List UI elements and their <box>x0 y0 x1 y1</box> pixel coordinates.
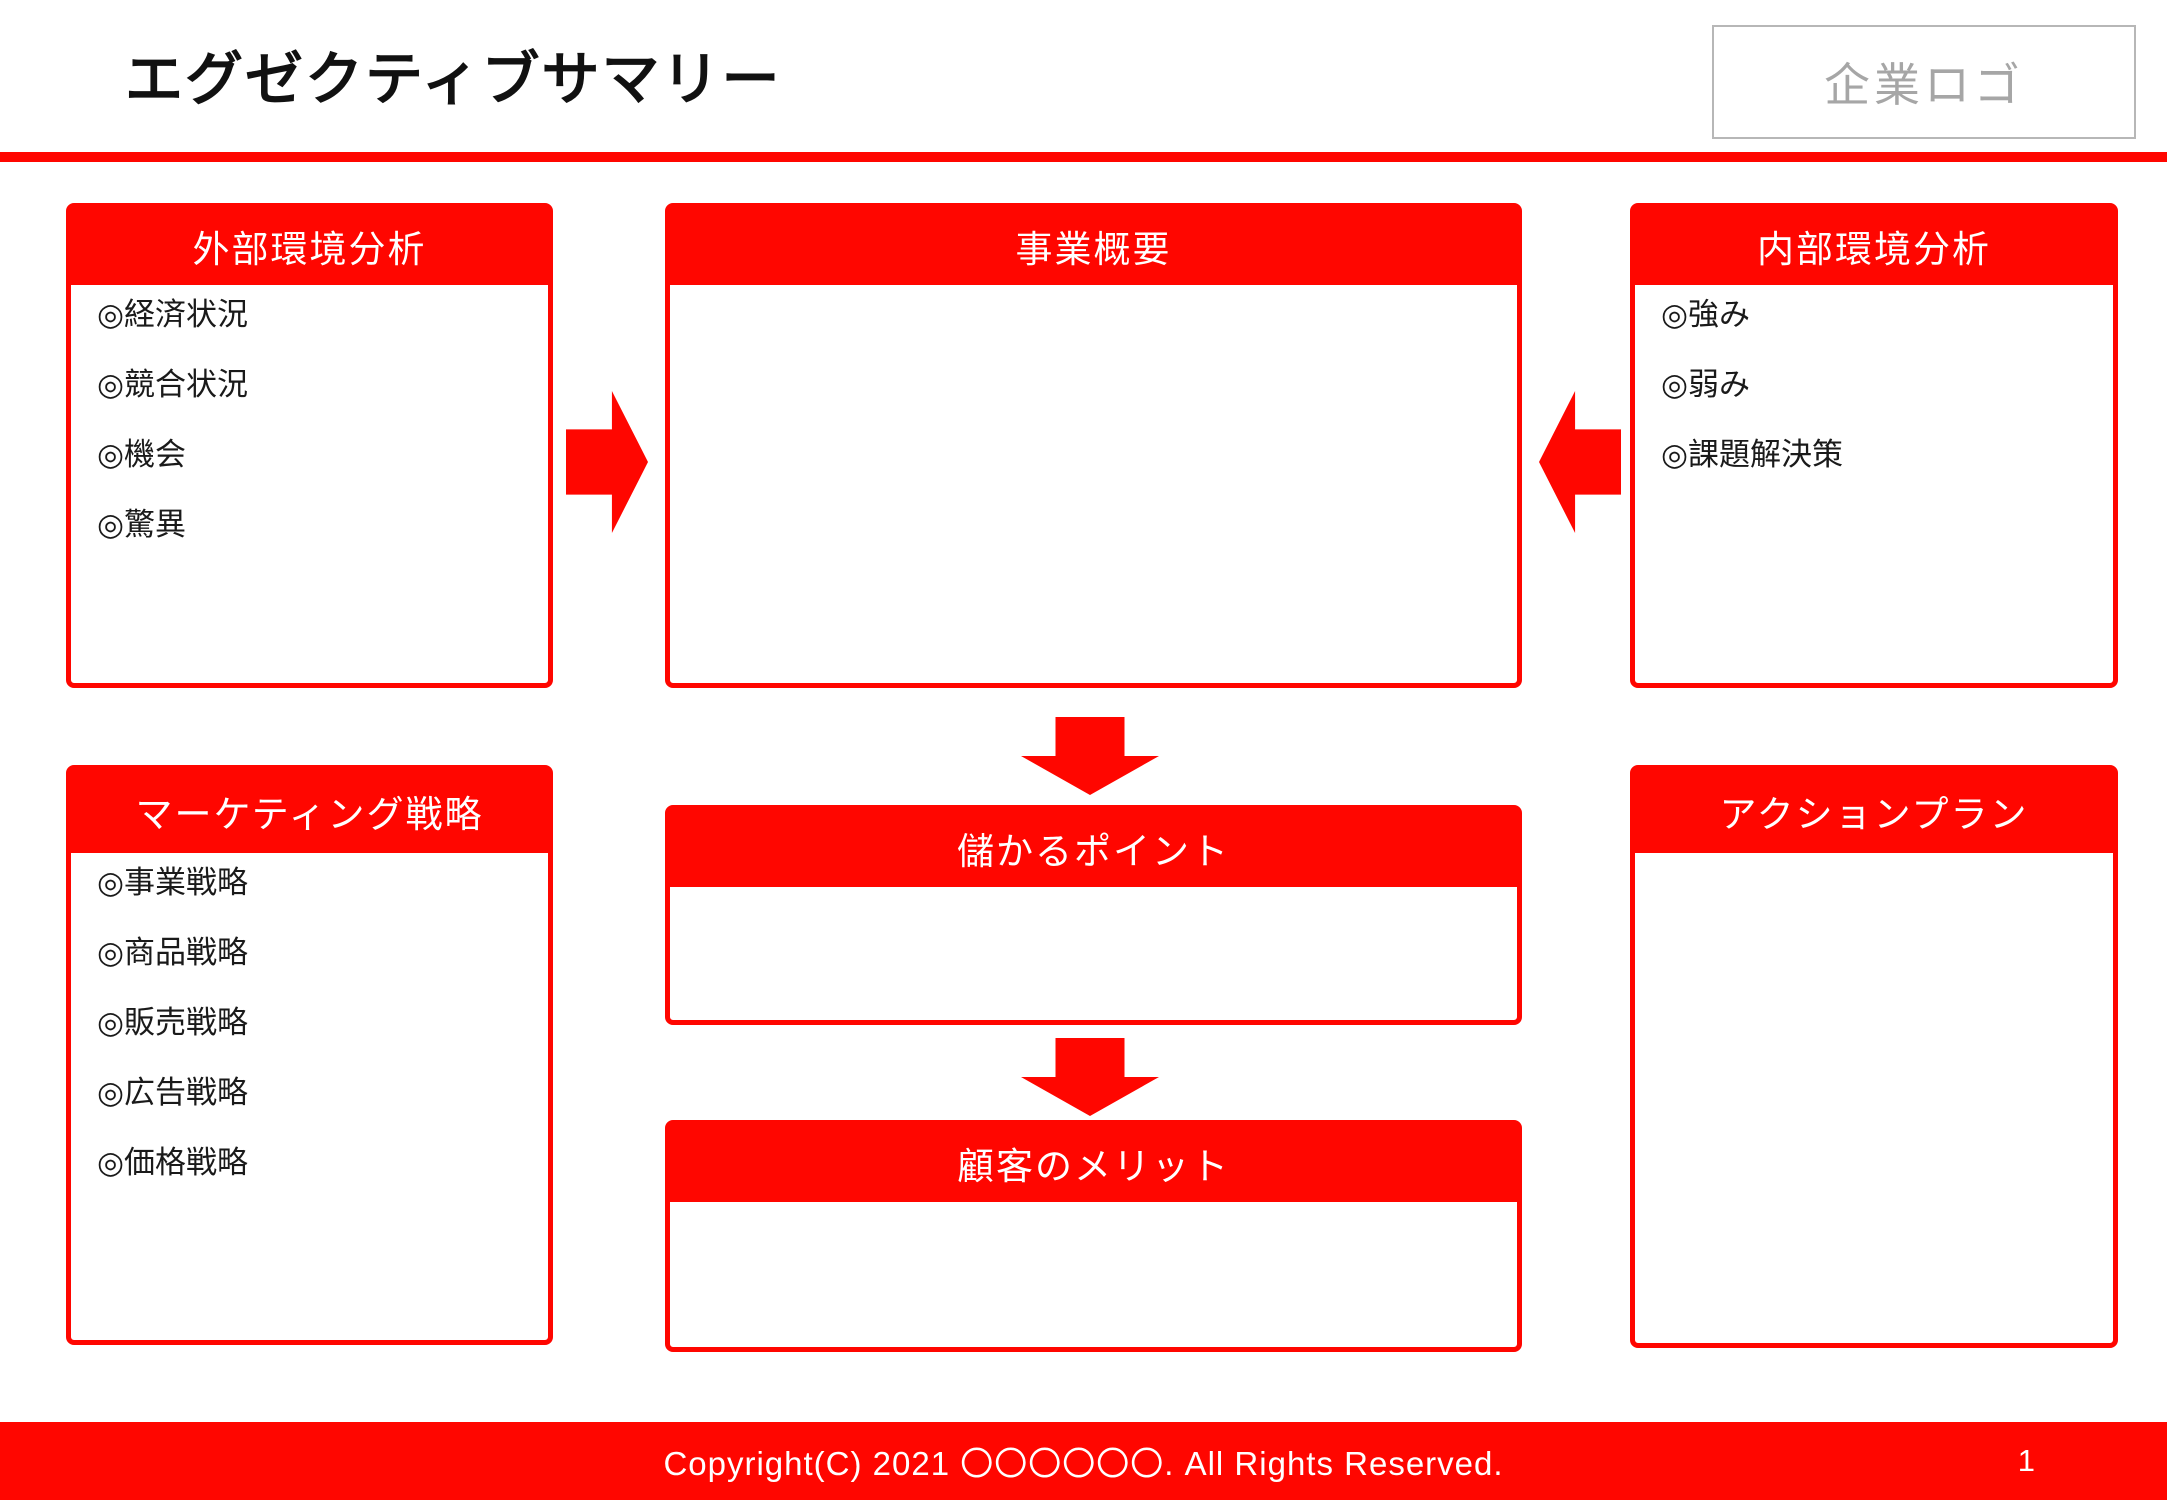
panel-profit-point: 儲かるポイント <box>665 805 1522 1025</box>
arrow-down-icon <box>1021 1038 1159 1116</box>
panel-external-analysis: 外部環境分析 ◎経済状況 ◎競合状況 ◎機会 ◎驚異 <box>66 203 553 688</box>
panel-external-list: ◎経済状況 ◎競合状況 ◎機会 ◎驚異 <box>71 297 548 543</box>
panel-internal-analysis: 内部環境分析 ◎強み ◎弱み ◎課題解決策 <box>1630 203 2118 688</box>
company-logo-placeholder: 企業ロゴ <box>1712 25 2136 139</box>
list-item: ◎商品戦略 <box>97 935 249 970</box>
arrow-left-icon <box>1539 391 1621 533</box>
page-number: 1 <box>2017 1443 2035 1478</box>
list-item: ◎強み <box>1661 297 1751 332</box>
panel-business-overview: 事業概要 <box>665 203 1522 688</box>
copyright-text: Copyright(C) 2021 〇〇〇〇〇〇. All Rights Res… <box>663 1445 1504 1482</box>
panel-marketing-list: ◎事業戦略 ◎商品戦略 ◎販売戦略 ◎広告戦略 ◎価格戦略 <box>71 865 548 1181</box>
panel-marketing-title: マーケティング戦略 <box>70 769 549 853</box>
arrow-down-icon <box>1021 717 1159 795</box>
footer-bar: Copyright(C) 2021 〇〇〇〇〇〇. All Rights Res… <box>0 1422 2167 1500</box>
panel-customer-title: 顧客のメリット <box>669 1124 1518 1202</box>
list-item: ◎事業戦略 <box>97 865 249 900</box>
list-item: ◎競合状況 <box>97 367 249 402</box>
panel-profit-title: 儲かるポイント <box>669 809 1518 887</box>
panel-external-title: 外部環境分析 <box>70 207 549 285</box>
panel-action-title: アクションプラン <box>1634 769 2114 853</box>
panel-internal-list: ◎強み ◎弱み ◎課題解決策 <box>1635 297 2113 473</box>
list-item: ◎弱み <box>1661 367 1751 402</box>
list-item: ◎驚異 <box>97 507 187 542</box>
panel-business-title: 事業概要 <box>669 207 1518 285</box>
list-item: ◎価格戦略 <box>97 1145 249 1180</box>
panel-customer-merit: 顧客のメリット <box>665 1120 1522 1352</box>
list-item: ◎広告戦略 <box>97 1075 249 1110</box>
header-divider <box>0 152 2167 162</box>
panel-marketing-strategy: マーケティング戦略 ◎事業戦略 ◎商品戦略 ◎販売戦略 ◎広告戦略 ◎価格戦略 <box>66 765 553 1345</box>
arrow-right-icon <box>566 391 648 533</box>
panel-action-plan: アクションプラン <box>1630 765 2118 1348</box>
company-logo-label: 企業ロゴ <box>1824 59 2024 111</box>
list-item: ◎経済状況 <box>97 297 249 332</box>
page-title: エグゼクティブサマリー <box>125 47 782 112</box>
list-item: ◎課題解決策 <box>1661 437 1844 472</box>
list-item: ◎販売戦略 <box>97 1005 249 1040</box>
panel-internal-title: 内部環境分析 <box>1634 207 2114 285</box>
list-item: ◎機会 <box>97 437 187 472</box>
